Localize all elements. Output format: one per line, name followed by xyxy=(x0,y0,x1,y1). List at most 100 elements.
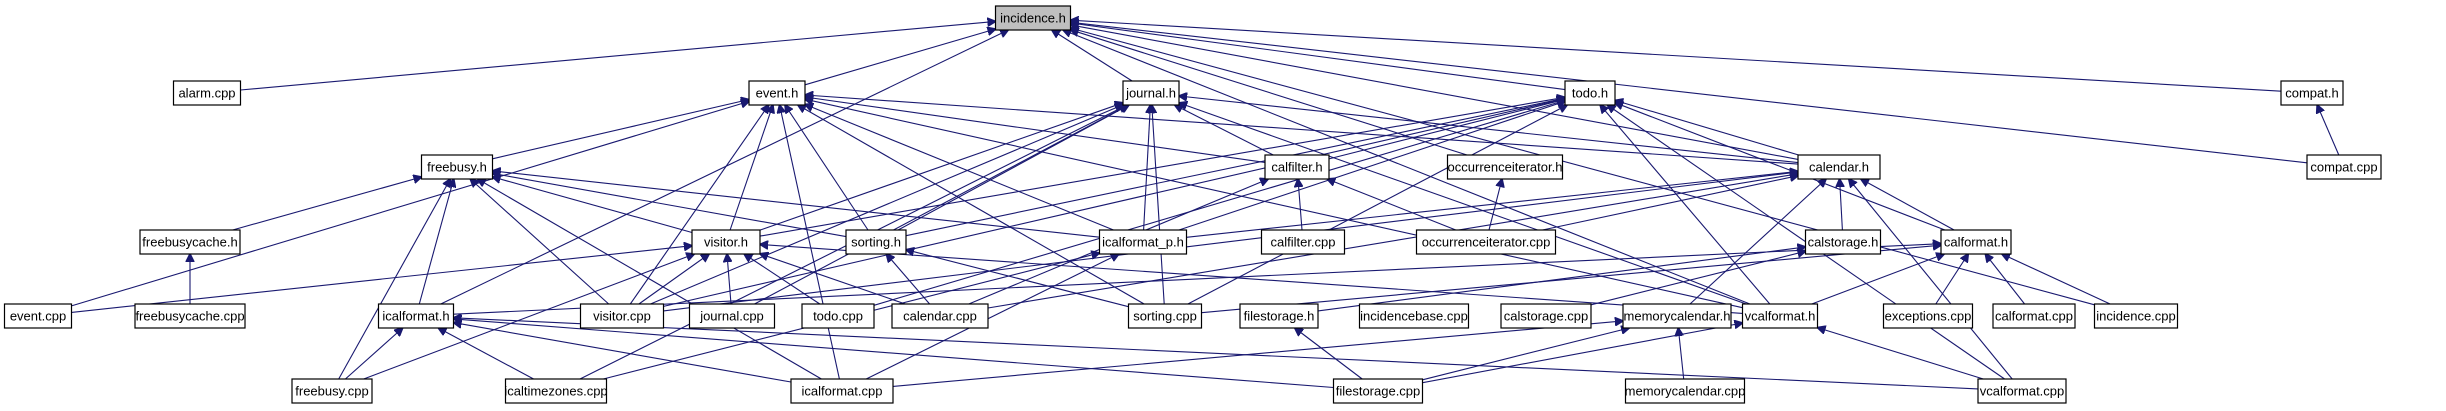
node-label: event.cpp xyxy=(10,309,66,324)
node-memorycalendar-cpp[interactable]: memorycalendar.cpp xyxy=(1624,378,1746,404)
node-label: alarm.cpp xyxy=(178,86,235,101)
node-box[interactable] xyxy=(3,303,73,329)
node-freebusycache-cpp[interactable]: freebusycache.cpp xyxy=(134,303,246,329)
edge-memorycalendar-cpp-to-memorycalendar-h xyxy=(1678,328,1685,380)
node-sorting-cpp[interactable]: sorting.cpp xyxy=(1127,303,1203,329)
node-box[interactable] xyxy=(1127,303,1203,329)
node-box[interactable] xyxy=(1500,303,1592,329)
node-sorting-h[interactable]: sorting.h xyxy=(845,229,907,255)
node-filestorage-cpp[interactable]: filestorage.cpp xyxy=(1332,378,1424,404)
edge-calendar-h-to-event-h xyxy=(805,95,1799,165)
node-incidencebase-cpp[interactable]: incidencebase.cpp xyxy=(1358,303,1470,329)
node-visitor-cpp[interactable]: visitor.cpp xyxy=(579,303,665,329)
node-box[interactable] xyxy=(1358,303,1470,329)
node-calfilter-cpp[interactable]: calfilter.cpp xyxy=(1260,229,1346,255)
node-icaltimezones-cpp[interactable]: icaltimezones.cpp xyxy=(504,378,608,404)
node-label: calstorage.cpp xyxy=(1504,309,1589,324)
node-journal-cpp[interactable]: journal.cpp xyxy=(688,303,776,329)
node-label: freebusycache.cpp xyxy=(135,309,244,324)
node-box[interactable] xyxy=(1122,80,1180,106)
node-event-cpp[interactable]: event.cpp xyxy=(3,303,73,329)
node-box[interactable] xyxy=(420,154,494,180)
node-box[interactable] xyxy=(1564,80,1616,106)
node-box[interactable] xyxy=(172,80,242,106)
node-icalformat-p-h[interactable]: icalformat_p.h xyxy=(1098,229,1188,255)
node-alarm-cpp[interactable]: alarm.cpp xyxy=(172,80,242,106)
edge-icalformat-p-h-to-journal-h xyxy=(1143,105,1151,231)
node-box[interactable] xyxy=(1332,378,1424,404)
node-calendar-h[interactable]: calendar.h xyxy=(1797,154,1881,180)
node-calfilter-h[interactable]: calfilter.h xyxy=(1264,154,1330,180)
node-box[interactable] xyxy=(801,303,875,329)
node-occurrenceiterator-cpp[interactable]: occurrenceiterator.cpp xyxy=(1415,229,1557,255)
edge-visitor-cpp-to-freebusy-h xyxy=(470,179,610,305)
node-calstorage-cpp[interactable]: calstorage.cpp xyxy=(1500,303,1592,329)
node-box[interactable] xyxy=(579,303,665,329)
node-freebusy-h[interactable]: freebusy.h xyxy=(420,154,494,180)
node-box[interactable] xyxy=(2306,154,2382,180)
node-calformat-cpp[interactable]: calformat.cpp xyxy=(1992,303,2076,329)
node-box[interactable] xyxy=(139,229,241,255)
node-box[interactable] xyxy=(134,303,246,329)
node-exceptions-cpp[interactable]: exceptions.cpp xyxy=(1882,303,1974,329)
node-incidence-cpp[interactable]: incidence.cpp xyxy=(2093,303,2179,329)
node-compat-h[interactable]: compat.h xyxy=(2280,80,2344,106)
edge-calstorage-h-to-calendar-h xyxy=(1840,179,1843,231)
node-label: compat.h xyxy=(2285,86,2338,101)
node-icalformat-h[interactable]: icalformat.h xyxy=(377,303,455,329)
edge-visitor-cpp-to-journal-h xyxy=(650,105,1124,305)
node-box[interactable] xyxy=(748,80,806,106)
edge-journal-cpp-to-visitor-h xyxy=(727,254,731,305)
node-box[interactable] xyxy=(1622,303,1732,329)
node-box[interactable] xyxy=(2093,303,2179,329)
node-box[interactable] xyxy=(1797,154,1881,180)
node-box[interactable] xyxy=(688,303,776,329)
node-box[interactable] xyxy=(1415,229,1557,255)
node-box[interactable] xyxy=(845,229,907,255)
node-memorycalendar-h[interactable]: memorycalendar.h xyxy=(1622,303,1732,329)
node-calformat-h[interactable]: calformat.h xyxy=(1940,229,2012,255)
node-box[interactable] xyxy=(504,378,608,404)
node-box[interactable] xyxy=(1882,303,1974,329)
node-box[interactable] xyxy=(377,303,455,329)
node-visitor-h[interactable]: visitor.h xyxy=(691,229,761,255)
edge-calformat-cpp-to-calformat-h xyxy=(1985,254,2026,305)
node-box[interactable] xyxy=(994,5,1072,31)
node-box[interactable] xyxy=(691,229,761,255)
node-box[interactable] xyxy=(1624,378,1746,404)
node-filestorage-h[interactable]: filestorage.h xyxy=(1239,303,1319,329)
node-box[interactable] xyxy=(1098,229,1188,255)
node-box[interactable] xyxy=(2280,80,2344,106)
node-occurrenceiterator-h[interactable]: occurrenceiterator.h xyxy=(1446,154,1564,180)
node-event-h[interactable]: event.h xyxy=(748,80,806,106)
node-box[interactable] xyxy=(1239,303,1319,329)
node-label: journal.cpp xyxy=(699,309,764,324)
node-vcalformat-h[interactable]: vcalformat.h xyxy=(1741,303,1819,329)
node-journal-h[interactable]: journal.h xyxy=(1122,80,1180,106)
node-todo-cpp[interactable]: todo.cpp xyxy=(801,303,875,329)
node-freebusy-cpp[interactable]: freebusy.cpp xyxy=(291,378,373,404)
node-label: sorting.cpp xyxy=(1133,309,1197,324)
node-box[interactable] xyxy=(1992,303,2076,329)
node-compat-cpp[interactable]: compat.cpp xyxy=(2306,154,2382,180)
node-vcalformat-cpp[interactable]: vcalformat.cpp xyxy=(1977,378,2067,404)
node-box[interactable] xyxy=(1940,229,2012,255)
node-freebusycache-h[interactable]: freebusycache.h xyxy=(139,229,241,255)
node-box[interactable] xyxy=(790,378,894,404)
node-calendar-cpp[interactable]: calendar.cpp xyxy=(891,303,989,329)
node-label: icalformat.cpp xyxy=(802,384,883,399)
edge-incidence-cpp-to-calformat-h xyxy=(2002,254,2111,305)
node-icalformat-cpp[interactable]: icalformat.cpp xyxy=(790,378,894,404)
node-incidence-h[interactable]: incidence.h xyxy=(994,5,1072,31)
node-box[interactable] xyxy=(1264,154,1330,180)
node-label: occurrenceiterator.cpp xyxy=(1422,235,1551,250)
node-box[interactable] xyxy=(1446,154,1564,180)
node-box[interactable] xyxy=(1260,229,1346,255)
node-box[interactable] xyxy=(1804,229,1882,255)
node-box[interactable] xyxy=(891,303,989,329)
node-box[interactable] xyxy=(1741,303,1819,329)
node-box[interactable] xyxy=(291,378,373,404)
node-box[interactable] xyxy=(1977,378,2067,404)
node-todo-h[interactable]: todo.h xyxy=(1564,80,1616,106)
node-calstorage-h[interactable]: calstorage.h xyxy=(1804,229,1882,255)
